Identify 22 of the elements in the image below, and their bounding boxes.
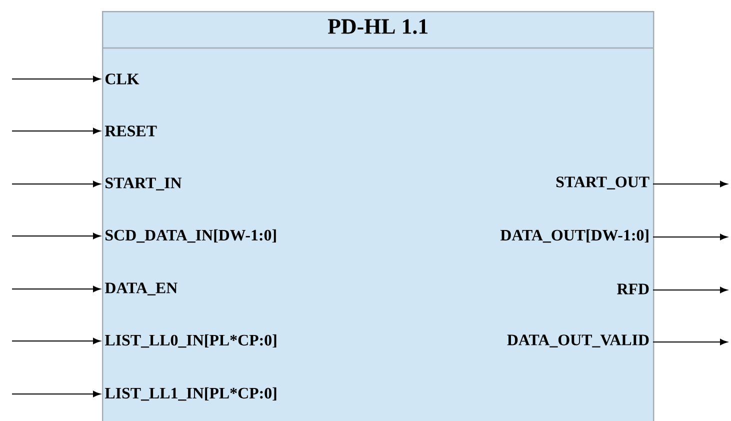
port-label: START_OUT: [556, 176, 650, 190]
port-label: LIST_LL1_IN[PL*CP:0]: [104, 387, 276, 401]
arrow: [652, 180, 728, 188]
arrow: [12, 76, 101, 82]
arrow: [652, 234, 728, 240]
port-label: DATA_OUT_VALID: [507, 334, 649, 348]
arrow: [12, 390, 101, 398]
port-label: SCD_DATA_IN[DW-1:0]: [106, 229, 276, 243]
arrow: [12, 180, 101, 188]
port-label: CLK: [105, 74, 140, 84]
arrow: [12, 286, 101, 292]
port-label: LIST_LL0_IN[PL*CP:0]: [104, 334, 276, 348]
port-label: RESET: [104, 126, 157, 136]
arrow: [652, 286, 728, 294]
arrow: [12, 128, 101, 134]
port-label: DATA_EN: [104, 282, 178, 296]
arrow: [12, 232, 101, 240]
arrow: [652, 338, 728, 346]
port-label: DATA_OUT[DW-1:0]: [500, 229, 648, 243]
port-label: RFD: [617, 284, 649, 294]
port-label: START_IN: [106, 178, 182, 190]
arrow: [12, 338, 101, 344]
